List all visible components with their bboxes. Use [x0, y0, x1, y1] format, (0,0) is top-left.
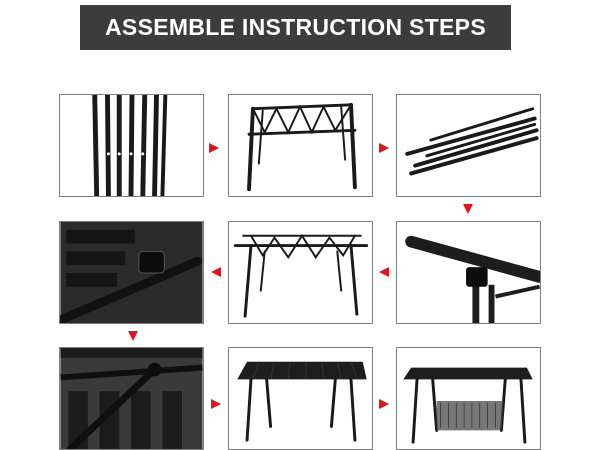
step-8-panel — [228, 347, 373, 450]
rod-clip-closeup-icon — [405, 235, 540, 323]
flow-arrow-4-5 — [378, 266, 390, 278]
table-with-shelf-icon — [403, 367, 533, 444]
arrow-left-icon — [211, 267, 221, 277]
step-4-panel — [396, 221, 541, 324]
step-6-panel — [59, 221, 204, 324]
slat-underside-icon — [60, 348, 203, 449]
flow-arrow-8-9 — [378, 398, 390, 410]
step-1-panel — [59, 94, 204, 197]
step-5-panel — [228, 221, 373, 324]
step-9-panel — [396, 347, 541, 450]
arrow-right-icon — [209, 143, 219, 153]
flow-arrow-3-4 — [462, 203, 474, 215]
step-7-panel — [59, 347, 204, 450]
table-top-icon — [237, 361, 367, 442]
arrow-right-icon — [211, 399, 221, 409]
step-2-panel — [228, 94, 373, 197]
title-banner: ASSEMBLE INSTRUCTION STEPS — [80, 5, 511, 50]
arrow-left-icon — [379, 267, 389, 277]
arrow-down-icon — [128, 331, 138, 341]
arrow-right-icon — [379, 143, 389, 153]
flow-arrow-5-6 — [210, 266, 222, 278]
flow-arrow-2-3 — [378, 142, 390, 154]
flow-arrow-1-2 — [208, 142, 220, 154]
flow-arrow-7-8 — [210, 398, 222, 410]
page-title: ASSEMBLE INSTRUCTION STEPS — [105, 14, 486, 40]
step-3-panel — [396, 94, 541, 197]
frame-with-rods-icon — [233, 233, 369, 318]
arrow-right-icon — [379, 399, 389, 409]
unfolded-frame-icon — [247, 102, 357, 192]
flow-arrow-6-7 — [127, 330, 139, 342]
clip-attach-icon — [60, 222, 203, 323]
arrow-down-icon — [463, 204, 473, 214]
folded-legs-icon — [92, 95, 168, 196]
support-rods-icon — [405, 107, 539, 176]
